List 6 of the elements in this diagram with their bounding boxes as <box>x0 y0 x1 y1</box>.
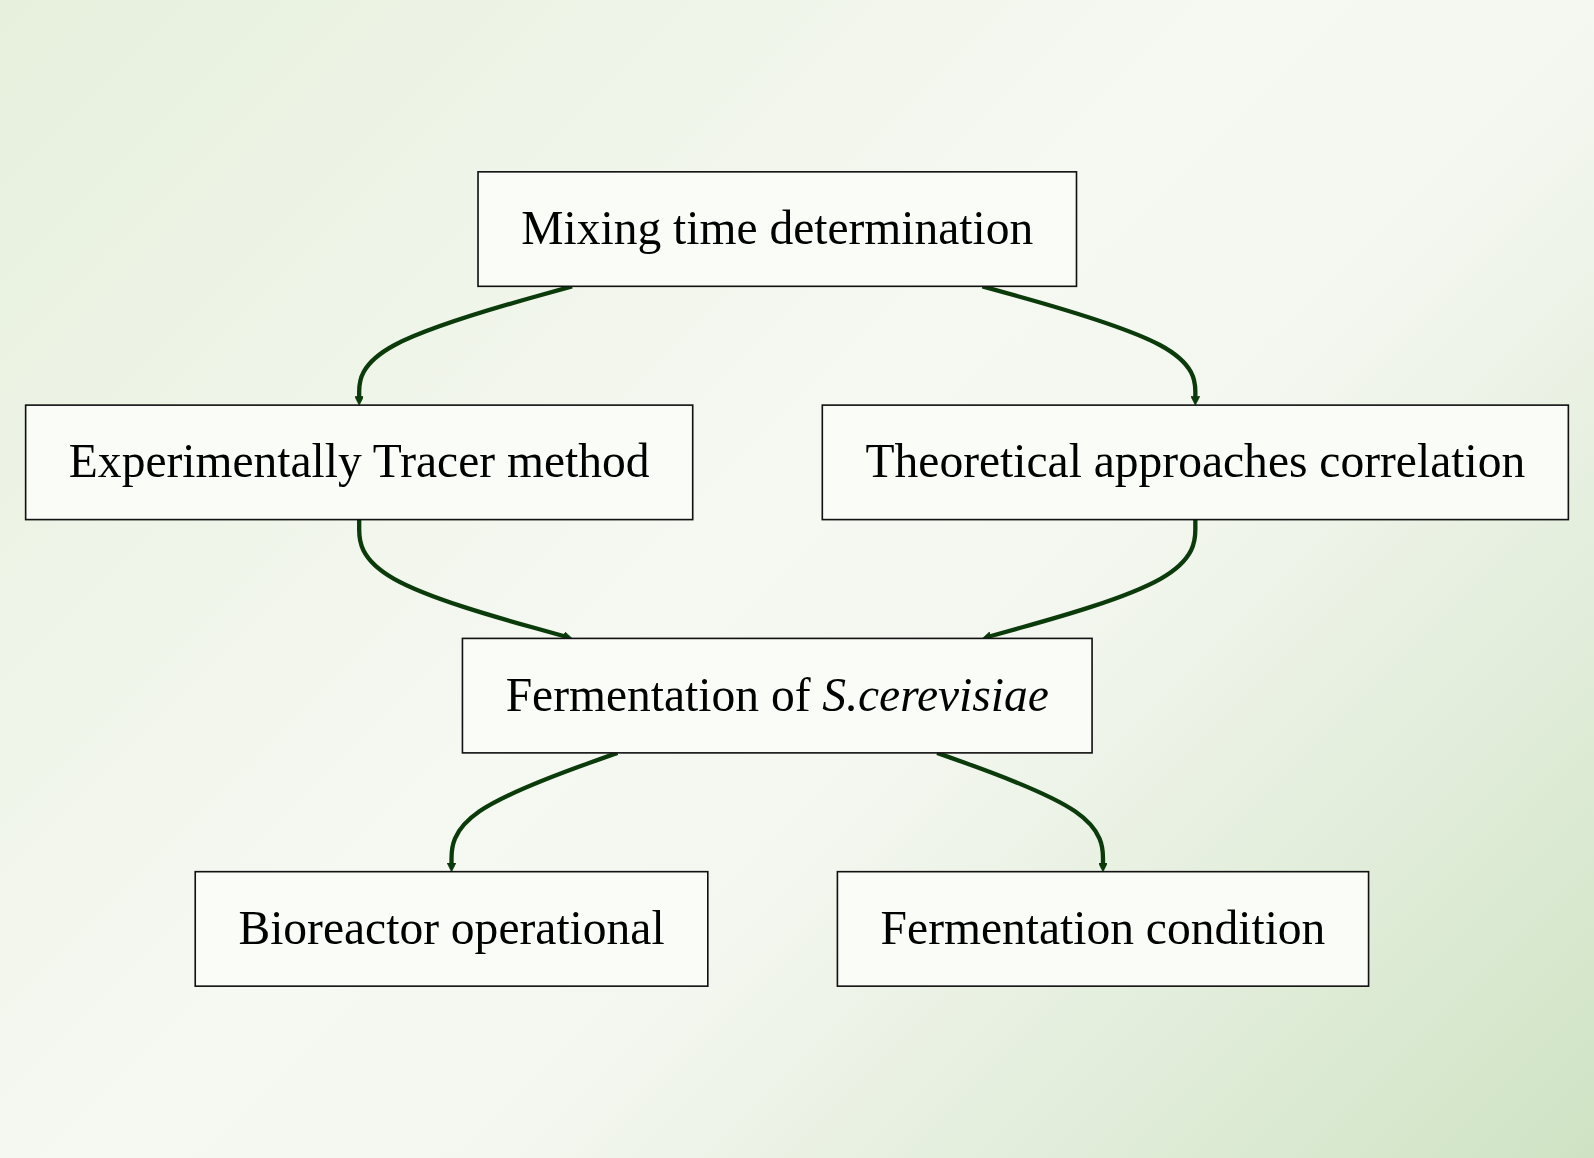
node-box: Fermentation of S.cerevisiae <box>461 637 1093 754</box>
node-box: Experimentally Tracer method <box>24 404 694 521</box>
node-box: Theoretical approaches correlation <box>821 404 1570 521</box>
node-box: Bioreactor operational <box>194 870 709 987</box>
node-box: Mixing time determination <box>477 171 1078 288</box>
node-box: Fermentation condition <box>836 870 1370 987</box>
